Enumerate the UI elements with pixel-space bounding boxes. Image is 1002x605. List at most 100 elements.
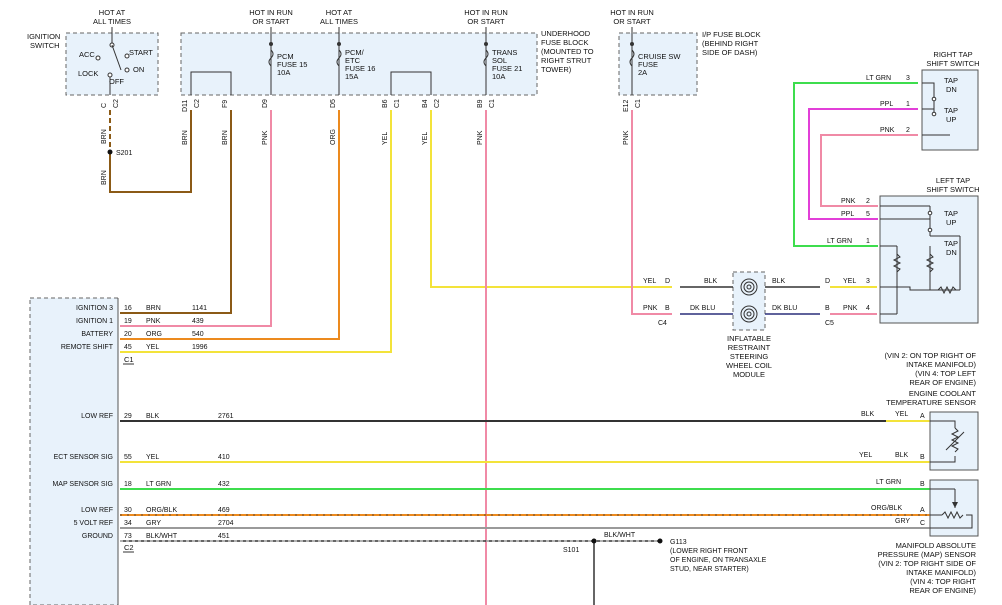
splice-s201 [107, 149, 113, 155]
ign-hot-line2: ALL TIMES [93, 17, 131, 26]
ip-block-title-1: I/P FUSE BLOCK [702, 30, 761, 39]
map-title-1: MANIFOLD ABSOLUTE [896, 541, 976, 550]
ect-yel-label-2: YEL [859, 452, 872, 459]
pin-b6-c1: C1 [394, 99, 401, 108]
map-ltgrn-label: LT GRN [876, 479, 901, 486]
brn-label-a: BRN [101, 129, 108, 144]
ecm-module [29, 297, 119, 605]
pin-d11-c2: C2 [194, 99, 201, 108]
coil-pnk-right: PNK [843, 305, 858, 312]
yel-label-a: YEL [382, 132, 389, 145]
ignition-switch: HOT AT ALL TIMES IGNITION SWITCH ACC STA… [27, 8, 159, 96]
ground-g113 [657, 538, 663, 544]
steering-wheel-coil [680, 271, 877, 331]
ecm-row-wire-color: ORG [146, 331, 162, 338]
map-title-2: PRESSURE (MAP) SENSOR [878, 550, 977, 559]
ecm-row-label: LOW REF [81, 413, 113, 420]
map-sensor: B A C MANIFOLD ABSOLUTE PRESSURE (MAP) S… [878, 479, 979, 595]
ign-switch-label-2: SWITCH [30, 41, 60, 50]
trans-hot-1: HOT IN RUN [464, 8, 508, 17]
ecm-row-pin: 20 [124, 331, 132, 338]
cruise-fuse-2: FUSE [638, 60, 658, 69]
s201-label: S201 [116, 150, 132, 157]
ign-start: START [129, 48, 153, 57]
underhood-fuse-block: HOT IN RUN OR START PCM FUSE 15 10A HOT … [180, 8, 594, 96]
ecm-row-wire-color: BRN [146, 305, 161, 312]
left-tap-up-1: TAP [944, 209, 958, 218]
coil-dkblu-left: DK BLU [690, 305, 715, 312]
cruise-hot-1: HOT IN RUN [610, 8, 654, 17]
ecm-row-pin: 55 [124, 454, 132, 461]
ign-switch-label-1: IGNITION [27, 32, 60, 41]
pcm15-hot-2: OR START [252, 17, 290, 26]
lt-ltgrn-label: LT GRN [827, 238, 852, 245]
ign-hot-line1: HOT AT [99, 8, 126, 17]
ecm-row-pin: 16 [124, 305, 132, 312]
ecm-row-label: GROUND [82, 533, 113, 540]
rt-pin-3: 3 [906, 75, 910, 82]
ecm-row-circuit: 2761 [218, 413, 234, 420]
right-tap-title-1: RIGHT TAP [933, 50, 972, 59]
right-tap-shift-switch: RIGHT TAP SHIFT SWITCH TAP DN TAP UP [921, 50, 980, 151]
coil-box [732, 271, 766, 331]
right-tap-dn-2: DN [946, 85, 957, 94]
ecm-row-circuit: 1996 [192, 344, 208, 351]
cruise-fuse-1: CRUISE SW [638, 52, 681, 61]
pin-b6: B6 [382, 99, 389, 108]
map-orgblk-label: ORG/BLK [871, 505, 902, 512]
map-gry-label: GRY [895, 518, 910, 525]
left-tap-dn-1: TAP [944, 239, 958, 248]
ecm-row-label: LOW REF [81, 507, 113, 514]
right-tap-up-2: UP [946, 115, 956, 124]
rt-pin-1: 1 [906, 101, 910, 108]
underhood-title-4: RIGHT STRUT [541, 56, 592, 65]
ecm-row-pin: 19 [124, 318, 132, 325]
ecm-row-wire-color: GRY [146, 520, 161, 527]
trans-fuse-2: SOL [492, 56, 507, 65]
map-pin-a: A [920, 507, 925, 514]
ecm-row-pin: 29 [124, 413, 132, 420]
left-tap-dn-2: DN [946, 248, 957, 257]
lt-pin-2: 2 [866, 198, 870, 205]
pcm16-fuse-4: 15A [345, 72, 358, 81]
ecm-row-circuit: 469 [218, 507, 230, 514]
underhood-title-5: TOWER) [541, 65, 572, 74]
ecm-row-circuit: 432 [218, 481, 230, 488]
pin-b9-c1: C1 [489, 99, 496, 108]
ect-note-3: (VIN 4: TOP LEFT [915, 369, 976, 378]
right-tap-up-1: TAP [944, 106, 958, 115]
ign-on: ON [133, 65, 144, 74]
g113-desc-1: (LOWER RIGHT FRONT [670, 548, 748, 555]
lt-pin-1: 1 [866, 238, 870, 245]
underhood-title-3: (MOUNTED TO [541, 47, 594, 56]
ecm-row-label: 5 VOLT REF [74, 520, 113, 527]
left-tap-up-2: UP [946, 218, 956, 227]
ect-note-2: INTAKE MANIFOLD) [906, 360, 976, 369]
g113-desc-2: OF ENGINE, ON TRANSAXLE [670, 557, 767, 564]
ecm-box [29, 297, 119, 605]
coil-left-pin-b: B [665, 305, 670, 312]
ect-title-2: TEMPERATURE SENSOR [886, 398, 976, 407]
pin-c: C [101, 103, 108, 108]
ect-pin-a: A [920, 413, 925, 420]
lt-pnk-label: PNK [841, 198, 856, 205]
pcm16-hot-1: HOT AT [326, 8, 353, 17]
rt-ltgrn-label: LT GRN [866, 75, 891, 82]
ecm-c1: C1 [124, 355, 134, 364]
pcm15-hot-1: HOT IN RUN [249, 8, 293, 17]
pin-d9: D9 [262, 99, 269, 108]
pnk-label-a: PNK [262, 130, 269, 145]
pin-b4: B4 [422, 99, 429, 108]
ip-block-title-3: SIDE OF DASH) [702, 48, 758, 57]
brn-label-d: BRN [222, 130, 229, 145]
ecm-row-pin: 34 [124, 520, 132, 527]
coil-label-4: WHEEL COIL [726, 361, 772, 370]
rt-pnk-label: PNK [880, 127, 895, 134]
ecm-row-pin: 45 [124, 344, 132, 351]
ign-acc: ACC [79, 50, 95, 59]
ecm-row-circuit: 540 [192, 331, 204, 338]
coil-blk-left: BLK [704, 278, 718, 285]
vertical-wires: S201 BRN BRN BRN BRN PNK ORG YEL YEL PNK… [101, 110, 672, 605]
ecm-row-wire-color: BLK [146, 413, 160, 420]
